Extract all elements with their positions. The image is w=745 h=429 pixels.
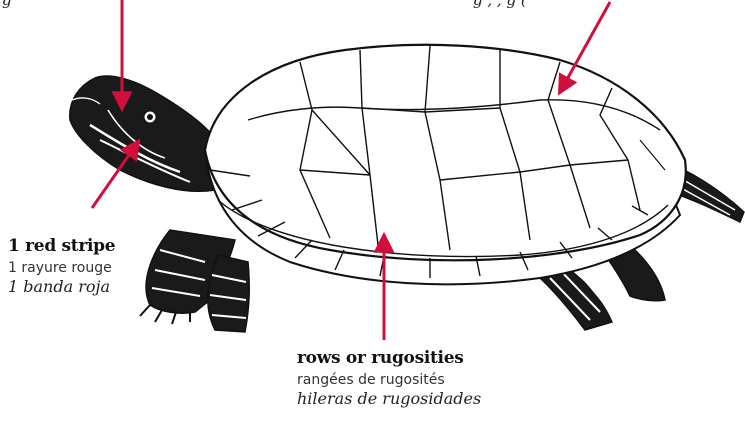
label-rugosities-es: hileras de rugosidades bbox=[297, 390, 481, 408]
label-rugosities-fr: rangées de rugosités bbox=[297, 372, 481, 388]
front-leg-near bbox=[208, 255, 249, 332]
turtle-head bbox=[70, 76, 230, 191]
label-rugosities-en: rows or rugosities bbox=[297, 349, 481, 369]
label-red-stripe-es: 1 banda roja bbox=[8, 278, 115, 296]
label-red-stripe: 1 red stripe 1 rayure rouge 1 banda roja bbox=[8, 237, 115, 296]
label-red-stripe-fr: 1 rayure rouge bbox=[8, 260, 115, 276]
label-red-stripe-en: 1 red stripe bbox=[8, 237, 115, 257]
turtle-shell bbox=[205, 45, 686, 285]
label-rugosities: rows or rugosities rangées de rugosités … bbox=[297, 349, 481, 408]
